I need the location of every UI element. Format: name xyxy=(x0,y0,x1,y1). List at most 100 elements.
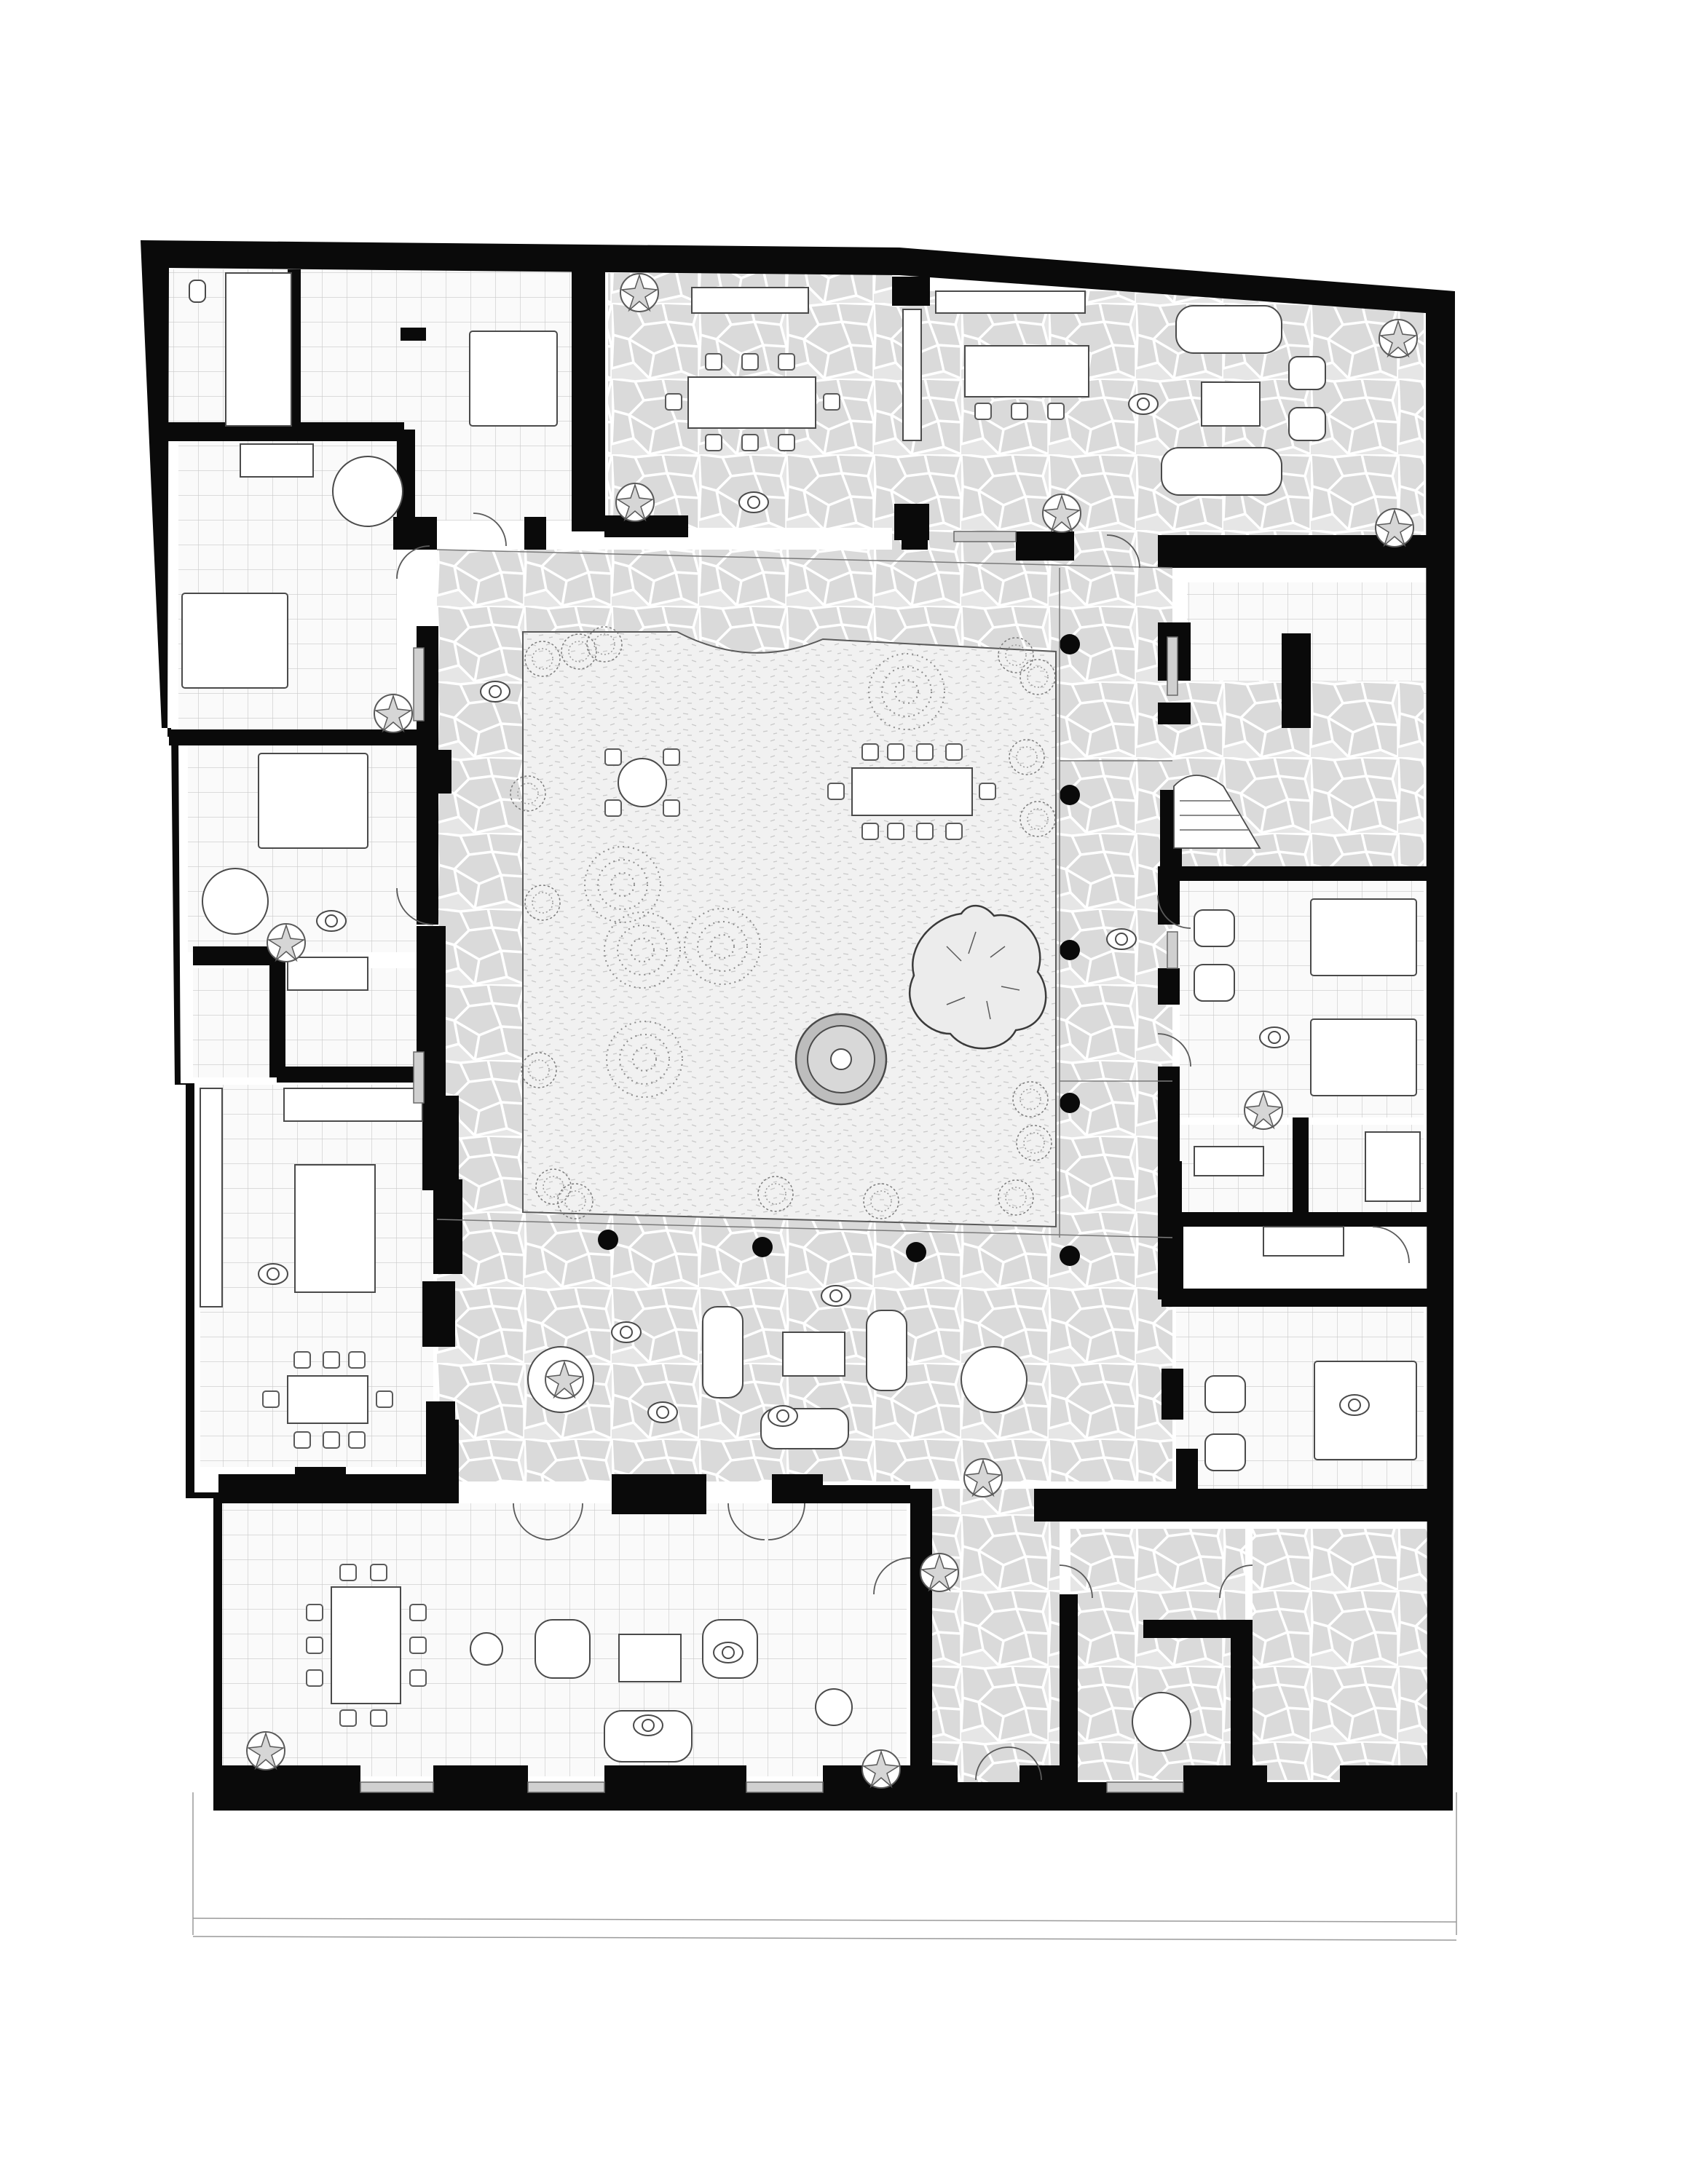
side-table xyxy=(470,1632,503,1666)
wall-west-8 xyxy=(433,1179,462,1274)
furniture xyxy=(181,272,1421,1762)
armchair xyxy=(1288,356,1326,390)
round-table xyxy=(1132,1692,1191,1752)
bed xyxy=(181,593,288,689)
entrance-passage-floor xyxy=(910,1489,1060,1791)
sofa xyxy=(604,1710,693,1762)
pier-s-6 xyxy=(1183,1765,1267,1791)
coffee-table xyxy=(618,1634,682,1682)
arcade-lines xyxy=(436,549,1173,1238)
door-swings xyxy=(396,513,1410,1781)
vanity xyxy=(1263,1226,1344,1257)
door xyxy=(873,1557,911,1595)
living-north-floor xyxy=(892,291,1424,550)
wall-se-3 xyxy=(1231,1620,1253,1784)
wall-south-3 xyxy=(612,1474,706,1514)
window xyxy=(1167,636,1178,696)
bed xyxy=(469,331,558,427)
wall-nw-3 xyxy=(393,517,437,550)
wall-north-4 xyxy=(892,277,930,306)
window xyxy=(360,1781,434,1793)
door xyxy=(1059,1564,1093,1599)
coffee-table xyxy=(1201,381,1261,427)
dining-table xyxy=(687,376,816,429)
window xyxy=(527,1781,605,1793)
wall-north-5 xyxy=(1016,531,1074,561)
garden xyxy=(510,626,1056,1219)
column xyxy=(1060,940,1080,960)
bed xyxy=(258,753,368,849)
sofa xyxy=(1161,447,1282,496)
window xyxy=(953,531,1017,542)
window xyxy=(413,647,425,721)
dining-table xyxy=(287,1375,368,1424)
column xyxy=(598,1230,618,1250)
column xyxy=(1060,1246,1080,1266)
armchair xyxy=(1204,1375,1246,1413)
wall-se-1 xyxy=(1060,1594,1078,1784)
door xyxy=(768,1503,805,1540)
armchair xyxy=(1194,964,1235,1002)
kitchen-shelf xyxy=(283,1088,423,1122)
pier-s-2 xyxy=(433,1765,528,1791)
sofa xyxy=(1175,305,1282,354)
round-table xyxy=(961,1346,1028,1413)
wall-se-2 xyxy=(1143,1620,1238,1638)
wall-north-1 xyxy=(572,269,605,531)
dining-table xyxy=(331,1586,401,1704)
kitchen-island xyxy=(294,1164,376,1293)
tree xyxy=(909,904,1047,1050)
wall-east-6 xyxy=(1158,968,1180,1005)
bed xyxy=(1310,898,1417,976)
shower xyxy=(1365,1131,1421,1202)
street-edge xyxy=(192,1792,1457,1941)
window xyxy=(413,1051,425,1104)
pier-s-5 xyxy=(1019,1765,1078,1791)
door xyxy=(1157,1033,1191,1067)
wall-west-7 xyxy=(422,1096,459,1190)
kitchen-counter xyxy=(200,1088,223,1307)
wall-east-9 xyxy=(1162,1212,1427,1227)
armchair xyxy=(1194,909,1235,947)
wall-nw-6 xyxy=(524,517,546,550)
pier-s-1 xyxy=(222,1765,360,1791)
vanity xyxy=(1194,1146,1264,1176)
wall-south-5 xyxy=(910,1489,932,1780)
wall-east-10 xyxy=(1158,1227,1183,1299)
armchair xyxy=(535,1619,591,1679)
door xyxy=(545,1503,583,1540)
wall-west-9 xyxy=(422,1281,455,1347)
column xyxy=(752,1237,773,1257)
door xyxy=(396,887,434,925)
walls xyxy=(141,240,1455,1811)
spiral-stair xyxy=(332,456,403,527)
kitchen-counter xyxy=(935,290,1086,314)
spiral-stair xyxy=(202,868,269,935)
wall-east-2 xyxy=(1158,703,1191,724)
wall-east-8 xyxy=(1293,1117,1309,1212)
windows xyxy=(360,531,1184,1793)
kitchen-island xyxy=(964,345,1089,397)
armchair xyxy=(1204,1433,1246,1471)
door xyxy=(975,1746,1009,1781)
wall-east-5 xyxy=(1158,866,1180,925)
window xyxy=(1167,931,1178,969)
fountain xyxy=(794,1013,888,1106)
door xyxy=(1372,1226,1410,1264)
column xyxy=(1060,1093,1080,1113)
column xyxy=(1060,634,1080,654)
column xyxy=(1060,785,1080,805)
pier-s-3 xyxy=(604,1765,746,1791)
wall-block-3 xyxy=(430,750,451,794)
door xyxy=(1219,1564,1253,1599)
wall-south-6 xyxy=(823,1485,910,1503)
window xyxy=(1106,1781,1184,1793)
storage-se-floor xyxy=(1253,1529,1427,1780)
vanity xyxy=(240,443,314,478)
pier-s-7 xyxy=(1340,1765,1427,1791)
side-table xyxy=(815,1688,853,1726)
armchair xyxy=(1288,407,1326,441)
bed xyxy=(1310,1018,1417,1096)
wall-block-2 xyxy=(295,1467,346,1500)
